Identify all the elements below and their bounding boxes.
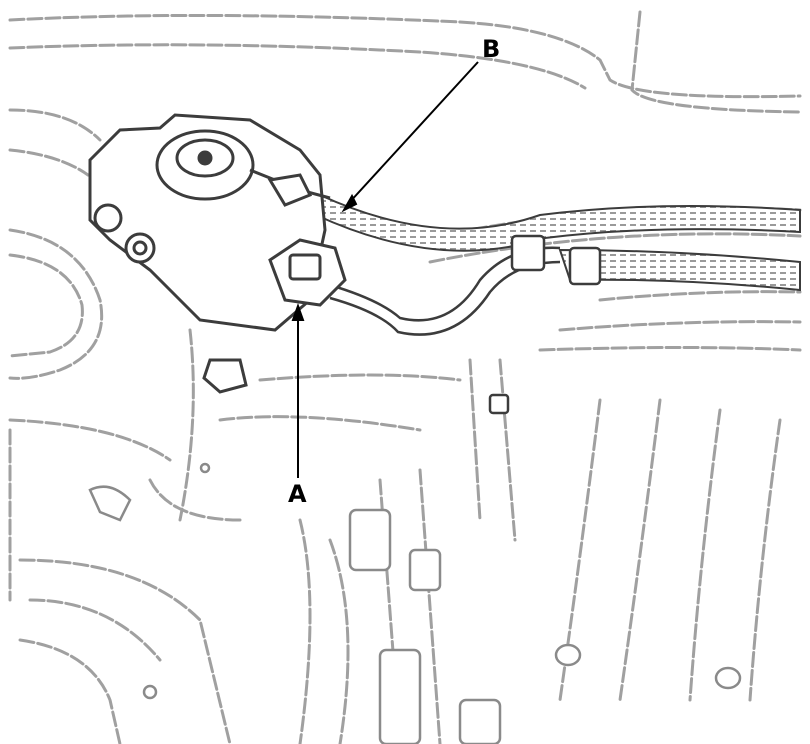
- connector-a: [268, 238, 347, 307]
- hose-clamps: [488, 234, 602, 415]
- callout-label-b: B: [482, 35, 501, 63]
- cable-bundle: [314, 193, 801, 292]
- actuator-assembly: [88, 113, 331, 394]
- lower-components: [88, 462, 742, 744]
- leader-lines: [291, 61, 479, 478]
- callout-label-a: A: [288, 480, 307, 508]
- body-panel-outlines: [8, 10, 802, 744]
